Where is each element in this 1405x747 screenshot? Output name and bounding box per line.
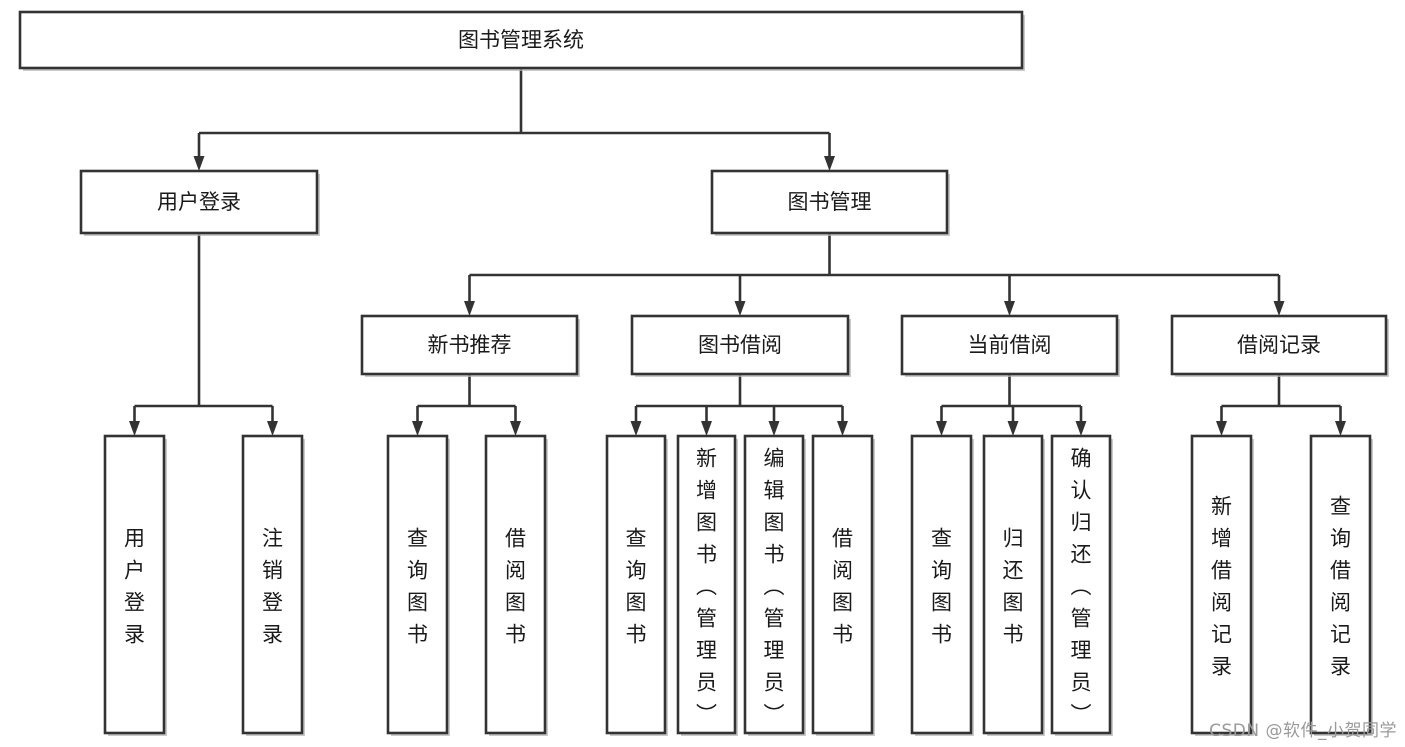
watermark-text: CSDN @软件_小贺同学 (1209, 721, 1397, 741)
arrow-head-icon (734, 301, 746, 316)
nodes-layer: 图书管理系统用户登录图书管理新书推荐图书借阅当前借阅借阅记录用户登录注销登录查询… (18, 10, 1389, 736)
connector-group-book-manage (464, 233, 1285, 316)
arrow-head-icon (1075, 421, 1087, 436)
node-label: 用户登录 (124, 526, 145, 646)
arrow-head-icon (768, 421, 780, 436)
edges-layer (129, 68, 1346, 436)
connector-group-user-login (129, 233, 278, 436)
node-box[interactable] (710, 169, 949, 235)
node-label: 用户登录 (157, 190, 241, 214)
node-user-login[interactable]: 用户登录 (79, 169, 320, 236)
node-box[interactable] (103, 434, 166, 735)
node-label: 借阅图书 (832, 526, 853, 646)
node-label: 借阅图书 (505, 526, 526, 646)
arrow-head-icon (1216, 421, 1227, 436)
node-box[interactable] (630, 314, 850, 376)
node-box[interactable] (910, 434, 973, 735)
connector-group-book-borrow (630, 374, 848, 436)
connector-group-root (193, 68, 835, 171)
node-label: 图书管理 (788, 190, 872, 214)
node-label: 借阅记录 (1237, 333, 1321, 357)
node-box[interactable] (1170, 314, 1388, 376)
node-root[interactable]: 图书管理系统 (18, 10, 1025, 71)
node-label: 新书推荐 (428, 333, 512, 357)
node-leaf-query-book-1[interactable]: 查询图书 (386, 434, 450, 736)
node-box[interactable] (1309, 434, 1372, 735)
node-box[interactable] (241, 434, 304, 735)
node-box[interactable] (79, 169, 319, 235)
node-label: 查询图书 (626, 526, 647, 646)
node-box[interactable] (605, 434, 667, 735)
node-label: 查询图书 (407, 526, 428, 646)
node-leaf-borrow-book-2[interactable]: 借阅图书 (811, 434, 875, 736)
arrow-head-icon (1004, 301, 1015, 316)
node-borrow-record[interactable]: 借阅记录 (1170, 314, 1389, 377)
node-box[interactable] (811, 434, 874, 735)
node-leaf-confirm-return-admin[interactable]: 确认归还︵管理员︶ (1050, 434, 1113, 736)
node-leaf-logout[interactable]: 注销登录 (241, 434, 305, 736)
node-box[interactable] (1190, 434, 1253, 735)
node-label: 当前借阅 (968, 333, 1052, 357)
node-label: 新增借阅记录 (1211, 494, 1232, 678)
node-label: 注销登录 (262, 526, 283, 646)
node-box[interactable] (386, 434, 449, 735)
node-book-borrow[interactable]: 图书借阅 (630, 314, 851, 377)
node-label: 新增图书︵管理员︶ (696, 446, 717, 726)
node-new-book-recommend[interactable]: 新书推荐 (360, 314, 580, 377)
arrow-head-icon (824, 156, 835, 171)
node-label: 确认归还︵管理员︶ (1071, 446, 1092, 726)
node-leaf-add-book-admin[interactable]: 新增图书︵管理员︶ (676, 434, 738, 736)
node-leaf-query-book-2[interactable]: 查询图书 (605, 434, 668, 736)
node-label: 编辑图书︵管理员︶ (764, 446, 785, 726)
arrow-head-icon (267, 421, 278, 436)
node-box[interactable] (360, 314, 579, 376)
node-leaf-edit-book-admin[interactable]: 编辑图书︵管理员︶ (743, 434, 806, 736)
node-box[interactable] (484, 434, 547, 735)
node-leaf-borrow-book-1[interactable]: 借阅图书 (484, 434, 548, 736)
arrow-head-icon (837, 421, 848, 436)
arrow-head-icon (193, 156, 205, 171)
node-current-borrow[interactable]: 当前借阅 (900, 314, 1120, 377)
arrow-head-icon (412, 421, 423, 436)
arrow-head-icon (510, 421, 521, 436)
node-leaf-return-book[interactable]: 归还图书 (982, 434, 1045, 736)
node-label: 查询图书 (931, 526, 952, 646)
node-box[interactable] (1050, 434, 1112, 735)
arrow-head-icon (464, 301, 475, 316)
node-book-manage[interactable]: 图书管理 (710, 169, 950, 236)
arrow-head-icon (701, 421, 712, 436)
arrow-head-icon (1273, 301, 1285, 316)
node-leaf-query-book-3[interactable]: 查询图书 (910, 434, 974, 736)
node-label: 图书借阅 (698, 333, 782, 357)
connector-group-borrow-record (1216, 374, 1346, 436)
node-leaf-add-borrow-record[interactable]: 新增借阅记录 (1190, 434, 1254, 736)
node-leaf-query-borrow-record[interactable]: 查询借阅记录 (1309, 434, 1373, 736)
node-box[interactable] (676, 434, 737, 735)
arrow-head-icon (936, 421, 947, 436)
node-label: 图书管理系统 (458, 28, 584, 52)
arrow-head-icon (1335, 421, 1346, 436)
connector-group-new-book-recommend (412, 374, 521, 436)
node-leaf-user-login[interactable]: 用户登录 (103, 434, 167, 736)
arrow-head-icon (630, 421, 642, 436)
node-box[interactable] (18, 10, 1024, 70)
node-box[interactable] (982, 434, 1044, 735)
arrow-head-icon (1007, 421, 1019, 436)
arrow-head-icon (129, 421, 140, 436)
node-label: 归还图书 (1003, 526, 1024, 646)
node-label: 查询借阅记录 (1330, 494, 1351, 678)
connector-group-current-borrow (936, 374, 1087, 436)
node-box[interactable] (900, 314, 1119, 376)
node-box[interactable] (743, 434, 805, 735)
